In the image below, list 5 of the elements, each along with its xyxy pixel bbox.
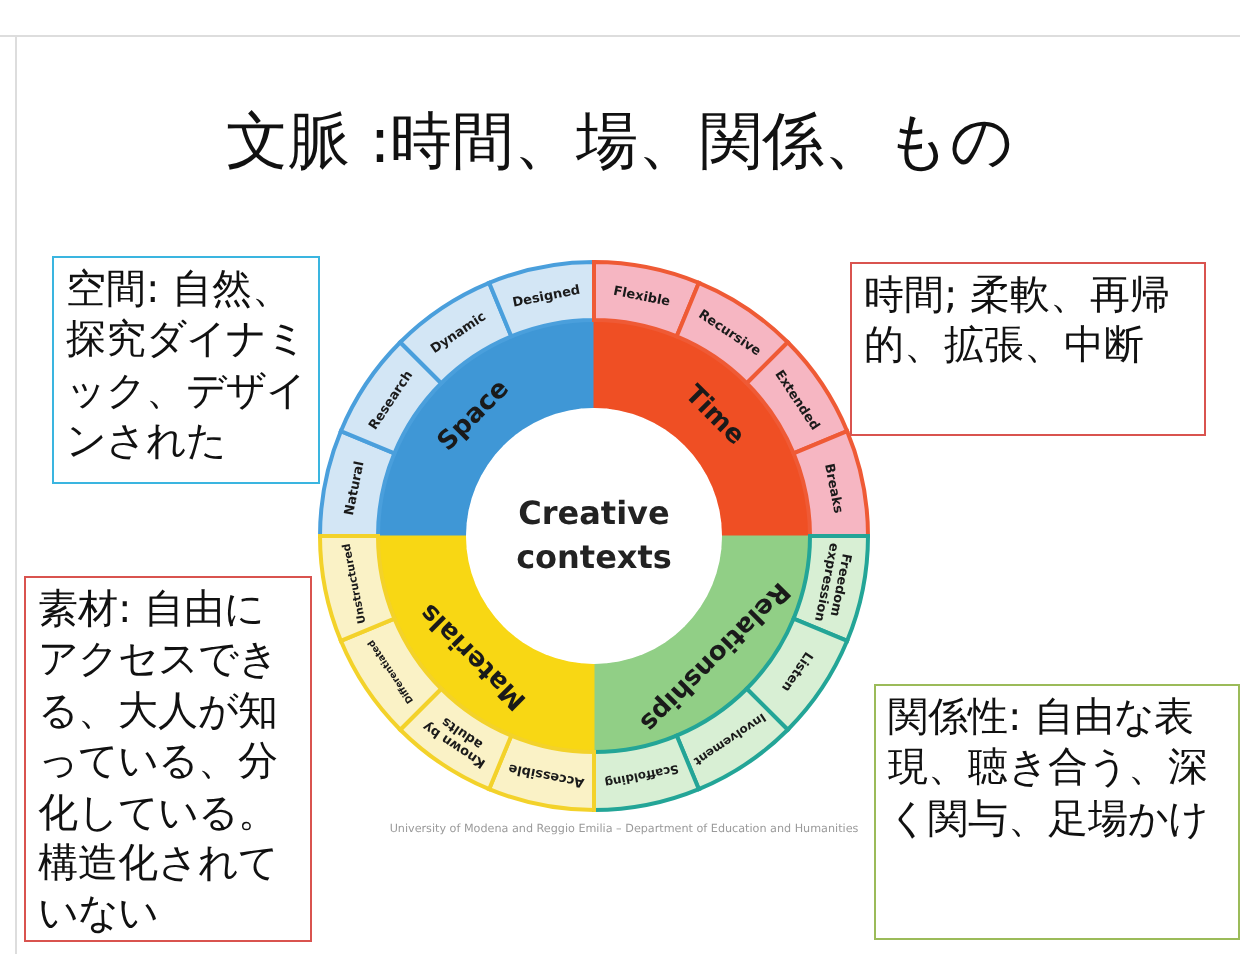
note-box: 時間; 柔軟、再帰的、拡張、中断 bbox=[850, 262, 1206, 436]
note-box: 関係性: 自由な表現、聴き合う、深く関与、足場かけ bbox=[874, 684, 1240, 940]
note-box: 素材: 自由にアクセスできる、大人が知っている、分化している。構造化されていない bbox=[24, 576, 312, 942]
title: 文脈 :時間、場、関係、もの bbox=[223, 104, 1017, 182]
note-box: 空間: 自然、探究ダイナミック、デザインされた bbox=[52, 256, 320, 484]
